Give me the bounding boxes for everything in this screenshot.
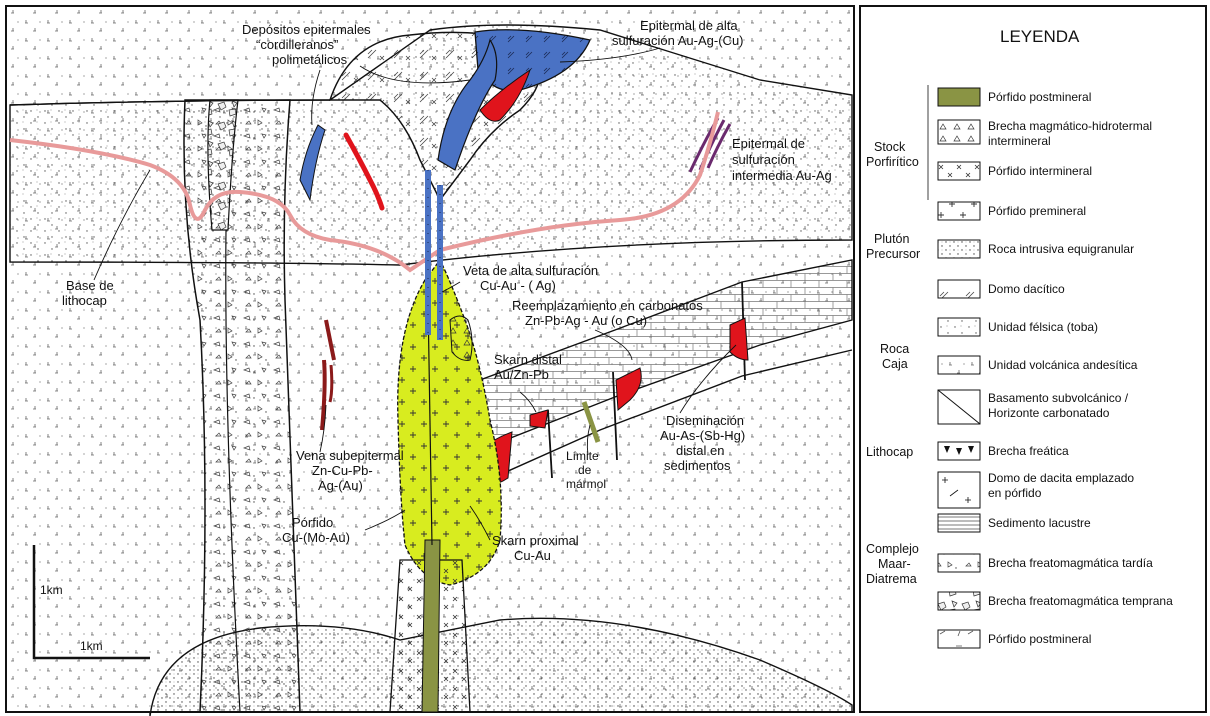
swatch-domo-dacita-porfido xyxy=(938,472,980,508)
legend-swatches xyxy=(938,88,980,648)
swatch-basamento xyxy=(938,390,980,424)
swatch-sedimento-lacustre xyxy=(938,514,980,532)
swatch-unidad-felsica xyxy=(938,318,980,336)
legend-item-8: Unidad volcánica andesítica xyxy=(988,358,1138,372)
legend-item-5: Roca intrusiva equigranular xyxy=(988,242,1134,256)
swatch-porfido-postmineral-2 xyxy=(938,630,980,648)
swatch-porfido-premineral xyxy=(938,202,980,220)
swatch-brecha-freatica xyxy=(938,442,980,460)
legend-item-12: Sedimento lacustre xyxy=(988,516,1091,530)
swatch-brecha-temprana xyxy=(938,592,980,610)
scale-horizontal-label: 1km xyxy=(80,639,103,653)
swatch-roca-intrusiva xyxy=(938,240,980,258)
legend-item-3: Pórfido intermineral xyxy=(988,164,1092,178)
legend-item-15: Pórfido postmineral xyxy=(988,632,1091,646)
legend-group-pluton: Plutón Precursor xyxy=(866,232,920,261)
legend: LEYENDA Stock Porfirítico Plutón Precurs… xyxy=(860,6,1206,712)
legend-item-1: Pórfido postmineral xyxy=(988,90,1091,104)
swatch-brecha-mh xyxy=(938,120,980,144)
swatch-domo-dacitico xyxy=(938,280,980,298)
legend-item-7: Unidad félsica (toba) xyxy=(988,320,1098,334)
swatch-brecha-tardia xyxy=(938,554,980,572)
scale-vertical-label: 1km xyxy=(40,583,63,597)
swatch-porfido-intermineral xyxy=(938,162,980,180)
cross-section: Depósitos epitermales “cordilleranos” po… xyxy=(6,6,854,716)
legend-item-10: Brecha freática xyxy=(988,444,1069,458)
legend-item-6: Domo dacítico xyxy=(988,282,1065,296)
legend-item-4: Pórfido premineral xyxy=(988,204,1086,218)
swatch-porfido-postmineral xyxy=(938,88,980,106)
legend-item-14: Brecha freatomagmática temprana xyxy=(988,594,1173,608)
legend-item-13: Brecha freatomagmática tardía xyxy=(988,556,1153,570)
swatch-unidad-andesitica xyxy=(938,356,980,374)
legend-group-lithocap: Lithocap xyxy=(866,445,913,459)
legend-title: LEYENDA xyxy=(1000,27,1080,46)
